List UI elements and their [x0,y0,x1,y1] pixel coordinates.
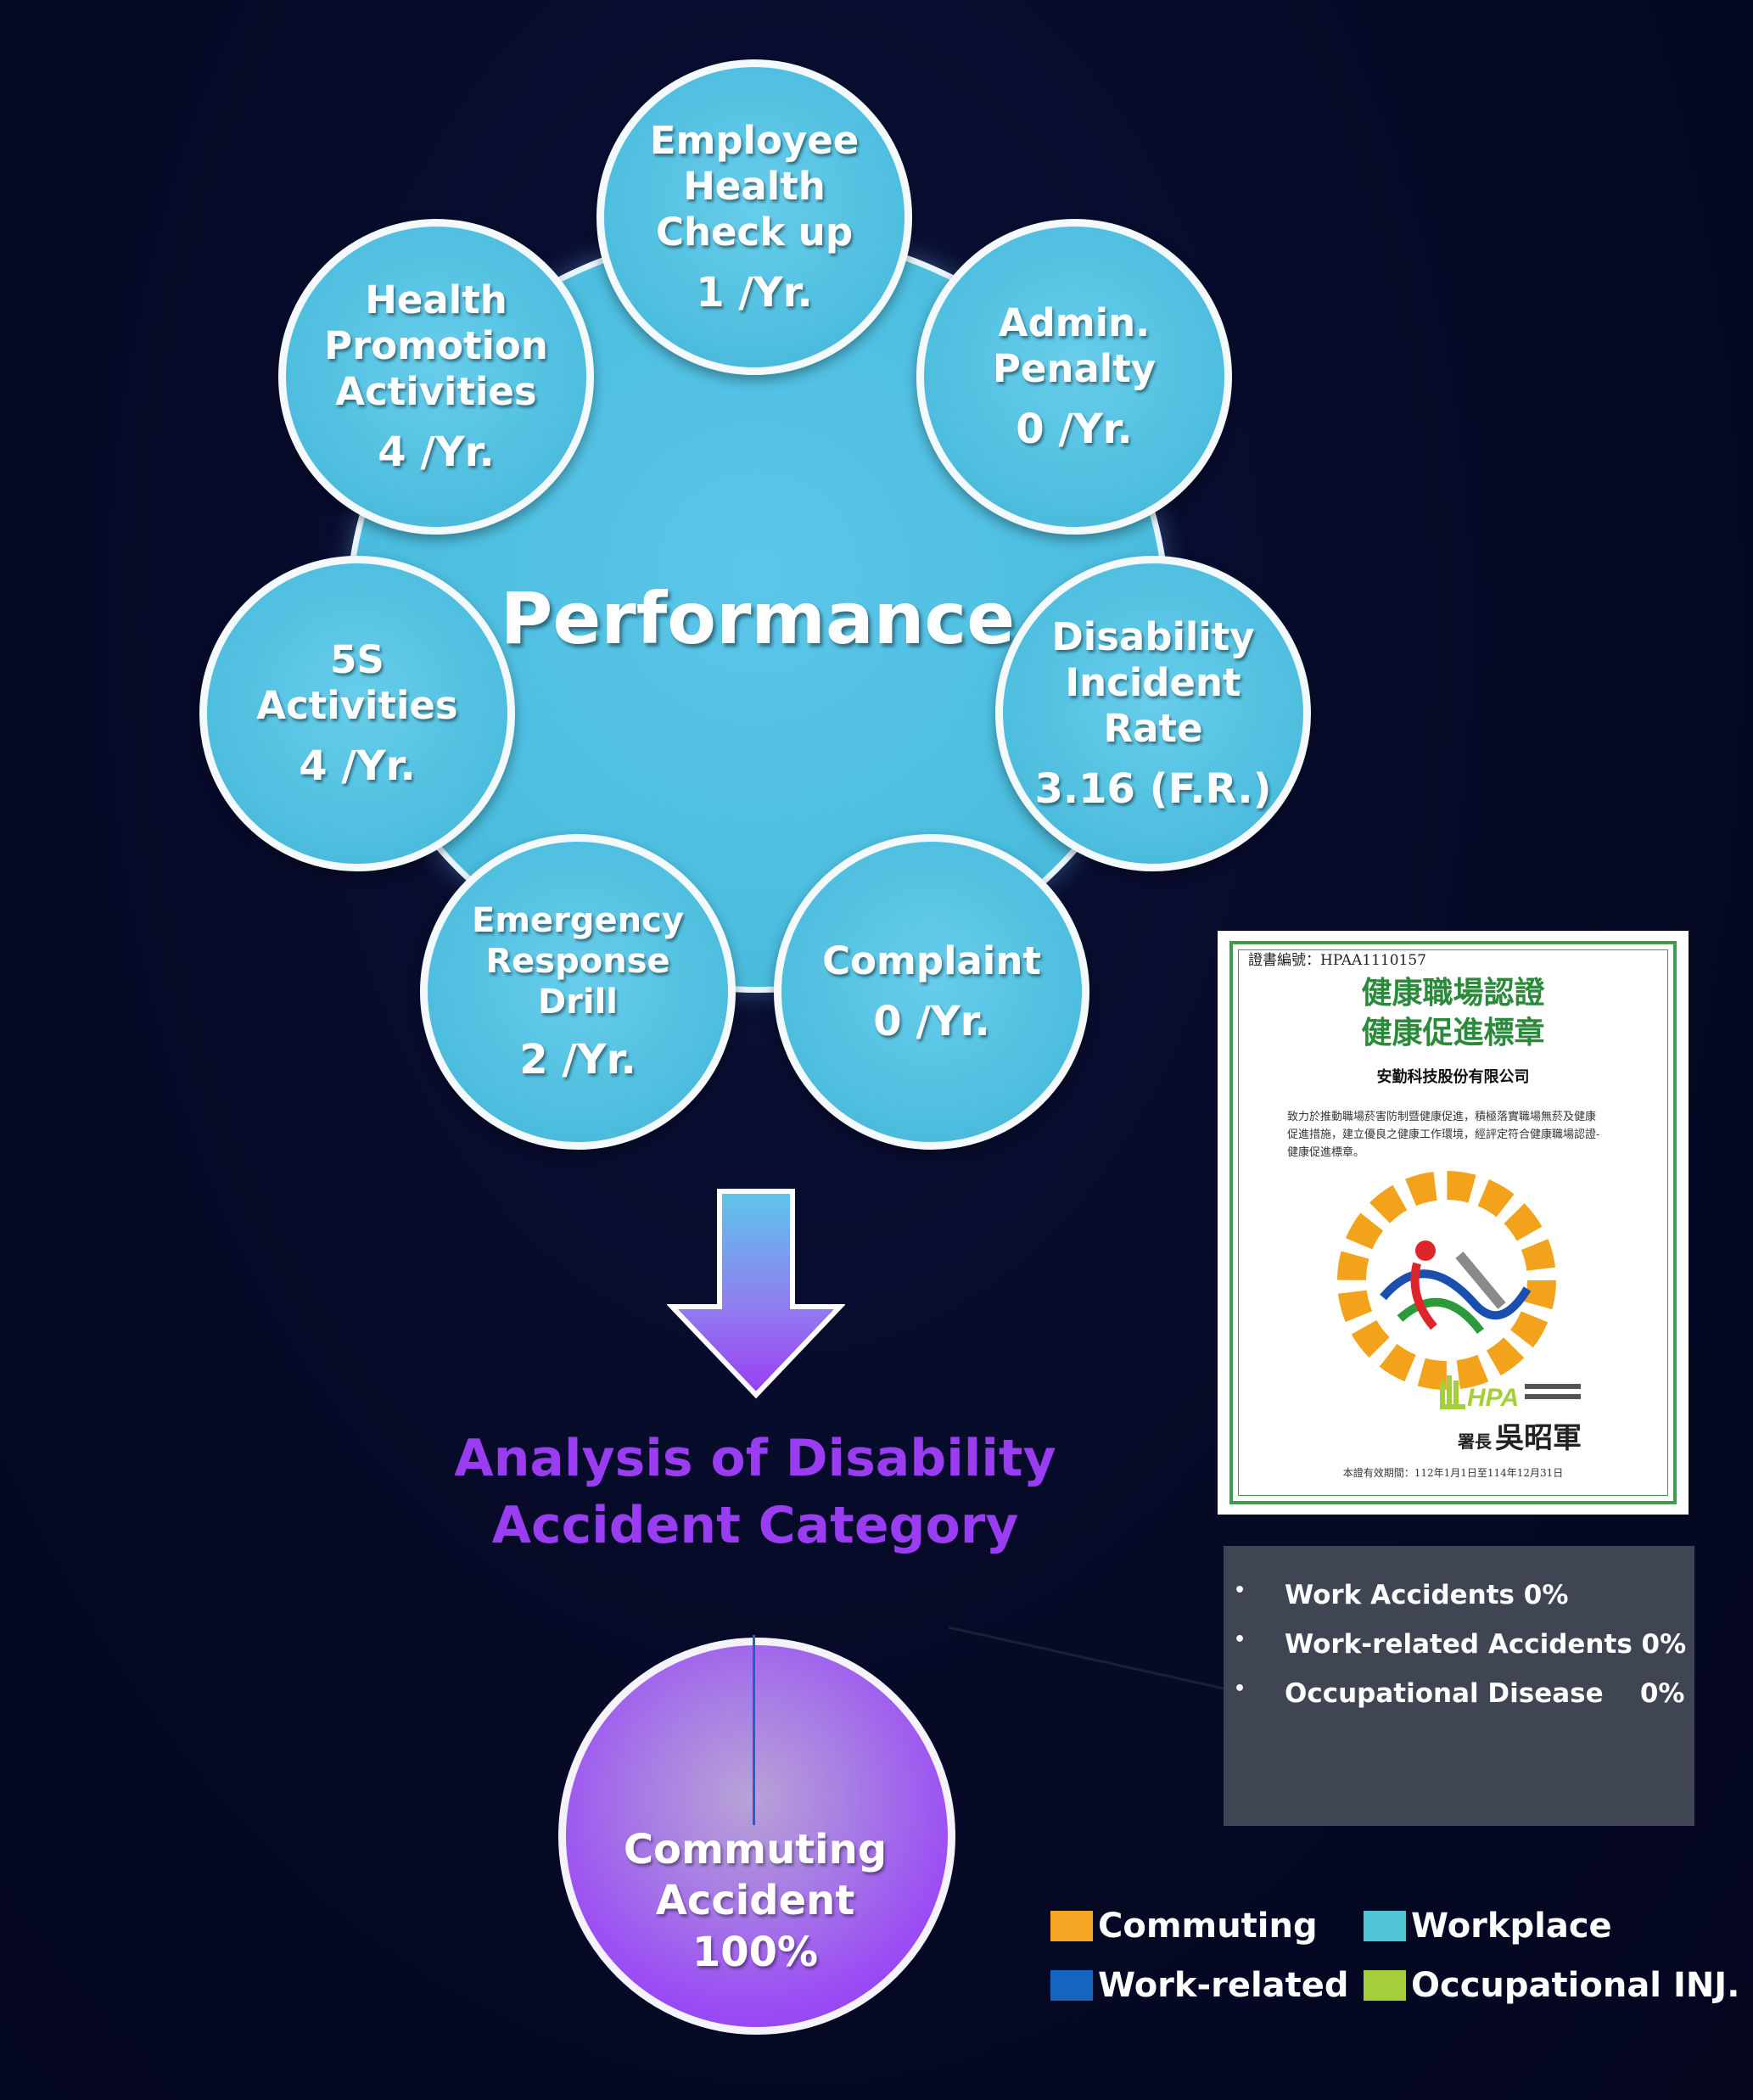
node-label: Complaint [822,938,1041,983]
certificate-number: 證書編號：HPAA1110157 [1248,952,1426,969]
legend-swatch [1050,1911,1093,1941]
node-value: 2 /Yr. [519,1036,636,1084]
node-value: 1 /Yr. [696,269,813,316]
legend-label: Occupational INJ. [1411,1966,1740,2005]
breakdown-text: Work-related Accidents 0% [1285,1629,1687,1660]
node-label: Disability Incident Rate [1051,614,1255,751]
legend-label: Commuting [1098,1907,1318,1946]
legend-swatch [1364,1970,1406,2001]
certificate-body: 致力於推動職場菸害防制暨健康促進，積極落實職場無菸及健康促進措施，建立優良之健康… [1287,1111,1600,1159]
breakdown-item: • Occupational Disease 0% [1224,1678,1694,1713]
signer-title: 署長 [1458,1431,1492,1452]
certificate-title-line2: 健康促進標章 [1361,1014,1545,1050]
node-value: 4 /Yr. [378,428,495,476]
pie-slice-commuting [558,1638,955,2035]
node-label: Employee Health Check up [649,118,860,255]
certificate-border [1229,941,1677,1504]
breakdown-text: Occupational Disease 0% [1285,1678,1685,1709]
node-label: 5S Activities [256,637,458,728]
health-certificate: 證書編號：HPAA1110157 健康職場認證 健康促進標章 安勤科技股份有限公… [1218,931,1689,1515]
pie-label-line3: 100% [692,1928,819,1976]
node-value: 0 /Yr. [1016,406,1133,453]
svg-text:HPA: HPA [1467,1384,1519,1412]
node-health-promotion-activities: Health Promotion Activities 4 /Yr. [278,219,594,535]
node-emergency-response-drill: Emergency Response Drill 2 /Yr. [420,834,736,1150]
legend-item-commuting: Commuting [1050,1907,1318,1946]
bullet: • [1234,1580,1246,1601]
certificate-company: 安勤科技股份有限公司 [1376,1068,1530,1086]
node-disability-incident-rate: Disability Incident Rate 3.16 (F.R.) [995,556,1311,871]
node-admin-penalty: Admin. Penalty 0 /Yr. [916,219,1232,535]
breakdown-list: • Work Accidents 0% • Work-related Acciden… [1224,1546,1694,1713]
pie-slice-label: Commuting Accident 100% [585,1824,925,1978]
node-value: 4 /Yr. [299,742,416,790]
performance-title: Performance [500,577,1016,660]
legend-swatch [1050,1970,1093,2001]
legend-item-work-related: Work-related [1050,1966,1349,2005]
legend-item-occupational-inj: Occupational INJ. [1364,1966,1739,2005]
pie-label-line2: Accident [655,1877,855,1925]
node-label: Admin. Penalty [992,300,1157,391]
node-complaint: Complaint 0 /Yr. [774,834,1089,1150]
node-employee-health-check: Employee Health Check up 1 /Yr. [596,59,912,375]
bullet: • [1234,1629,1246,1650]
signer-name: 吳昭軍 [1495,1421,1582,1455]
certificate-signature: 署長吳昭軍 [1458,1414,1582,1456]
breakdown-item: • Work Accidents 0% [1224,1580,1694,1615]
pie-slice-boundary [753,1635,755,1825]
legend-label: Workplace [1411,1907,1612,1946]
certificate-title-line1: 健康職場認證 [1361,975,1545,1011]
breakdown-text: Work Accidents 0% [1285,1580,1569,1610]
node-label: Health Promotion Activities [324,277,548,414]
hpa-logo-icon: HPA [1440,1375,1581,1412]
analysis-title: Analysis of Disability Accident Category [399,1425,1112,1560]
analysis-title-line2: Accident Category [491,1496,1019,1556]
healthy-workplace-badge-icon [1337,1171,1556,1390]
node-label: Emergency Response Drill [472,901,684,1022]
analysis-title-line1: Analysis of Disability [454,1429,1056,1488]
pie-label-line1: Commuting [623,1826,888,1873]
bullet: • [1234,1678,1246,1700]
breakdown-item: • Work-related Accidents 0% [1224,1629,1694,1664]
down-arrow-icon [667,1189,845,1399]
legend-label: Work-related [1098,1966,1349,2005]
certificate-validity: 本證有效期間：112年1月1日至114年12月31日 [1342,1467,1564,1479]
legend-item-workplace: Workplace [1364,1907,1612,1946]
accident-breakdown-box: • Work Accidents 0% • Work-related Acciden… [1224,1546,1694,1826]
node-value: 0 /Yr. [873,998,990,1045]
legend-swatch [1364,1911,1406,1941]
node-5s-activities: 5S Activities 4 /Yr. [199,556,515,871]
node-value: 3.16 (F.R.) [1034,765,1272,813]
certificate-title: 健康職場認證 健康促進標章 [1218,973,1689,1053]
